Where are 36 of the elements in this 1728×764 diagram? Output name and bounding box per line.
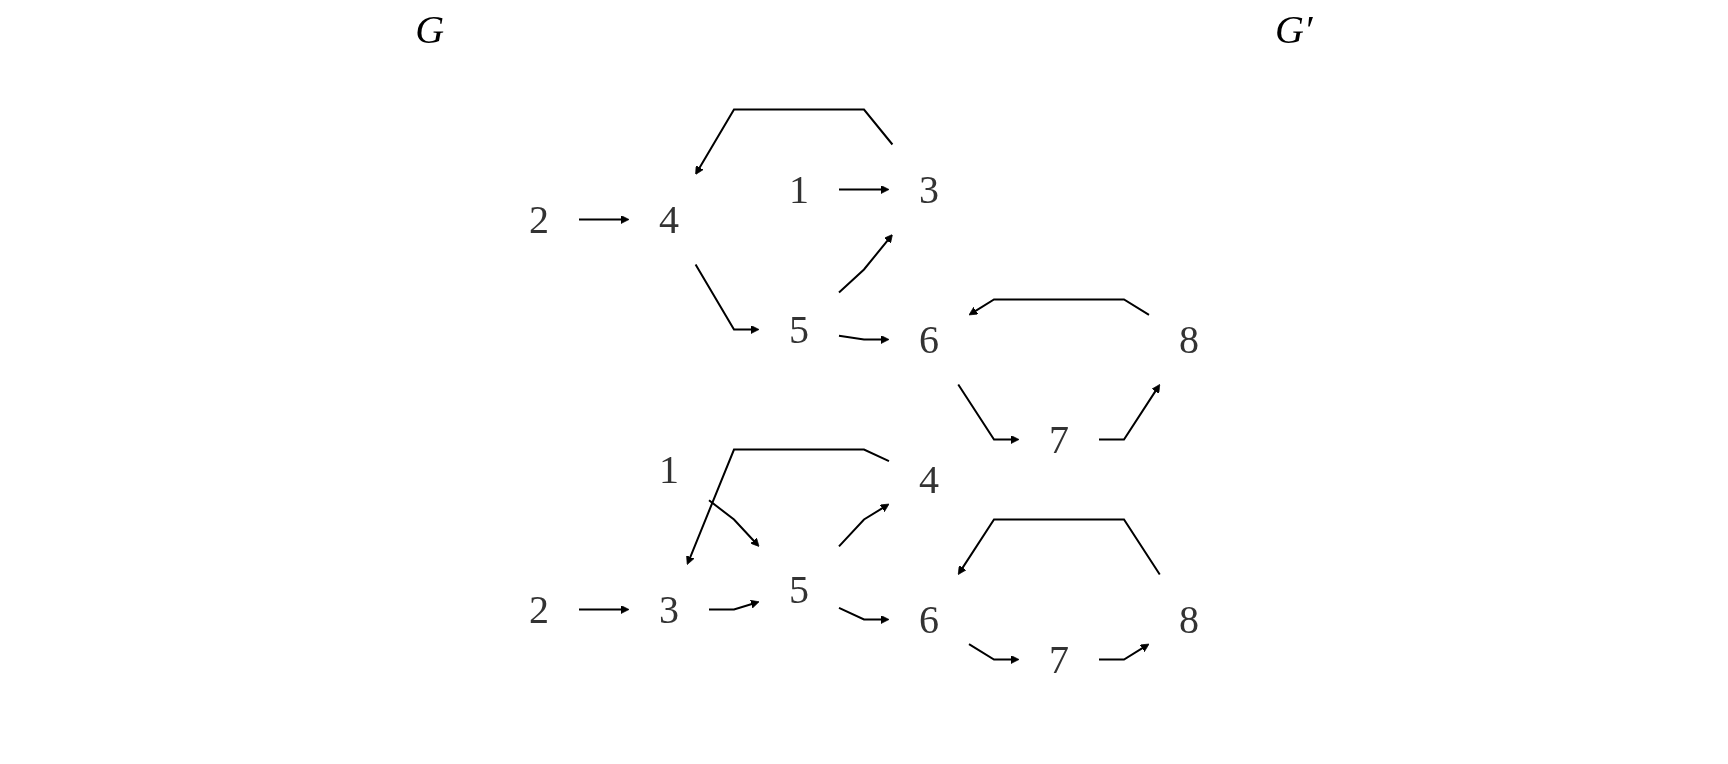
arrow: [686, 448, 890, 565]
node-text: 3: [659, 586, 679, 632]
arrow: [578, 215, 630, 224]
node-text: 6: [919, 316, 939, 362]
node-text: 2: [529, 196, 549, 242]
node-text: 5: [789, 566, 809, 612]
arrow: [968, 298, 1150, 316]
arrow: [838, 503, 890, 548]
arrow: [838, 185, 890, 194]
arrow: [694, 263, 760, 334]
arrow: [957, 383, 1020, 444]
arrow: [708, 499, 760, 547]
node-text: 7: [1049, 416, 1069, 462]
node-text: 3: [919, 166, 939, 212]
node-text: 2: [529, 586, 549, 632]
node-text: 8: [1179, 596, 1199, 642]
node-text: 1: [789, 166, 809, 212]
arrow: [1098, 384, 1161, 441]
arrow: [968, 643, 1020, 664]
node-text: 6: [919, 596, 939, 642]
arrow: [957, 518, 1161, 576]
arrow: [838, 234, 893, 294]
node-text: 8: [1179, 316, 1199, 362]
node-text: 5: [789, 306, 809, 352]
node-text: 4: [659, 196, 679, 242]
node-text: 7: [1049, 636, 1069, 682]
node-text: 4: [919, 456, 939, 502]
graph-title: G: [415, 6, 445, 54]
arrow: [708, 599, 760, 611]
arrow: [838, 606, 890, 624]
graph-title: G′: [1275, 6, 1313, 54]
node-text: 1: [659, 446, 679, 492]
arrow: [578, 605, 630, 614]
arrow: [695, 108, 894, 175]
arrow: [1098, 643, 1150, 661]
arrow: [838, 334, 890, 344]
